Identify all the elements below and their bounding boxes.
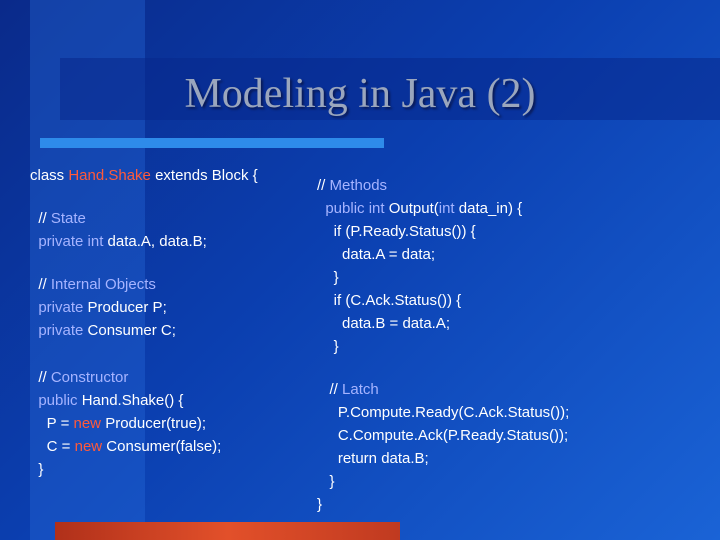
code-token: } [317, 269, 339, 286]
code-token: Methods [329, 177, 388, 194]
code-token: } [317, 496, 323, 513]
code-line: private Consumer C; [30, 319, 258, 342]
code-spacer [30, 342, 258, 366]
code-token: // [30, 276, 51, 293]
code-line: // Internal Objects [30, 273, 258, 296]
slide-title: Modeling in Java (2) [184, 71, 536, 117]
code-line: private Producer P; [30, 296, 258, 319]
code-token: Constructor [50, 369, 129, 386]
code-line: } [317, 470, 569, 493]
code-token: public [30, 392, 78, 409]
code-token: data.A = data; [317, 246, 436, 263]
code-token: Producer P; [83, 299, 167, 316]
code-line: return data.B; [317, 447, 569, 470]
code-line: P = new Producer(true); [30, 412, 258, 435]
code-token: private [30, 322, 84, 339]
code-spacer [30, 187, 258, 207]
code-token: } [317, 473, 335, 490]
code-line: if (C.Ack.Status()) { [317, 289, 569, 312]
code-spacer [317, 358, 569, 378]
code-token: extends Block { [150, 167, 258, 184]
code-token: } [30, 461, 44, 478]
code-token: data.B = data.A; [317, 315, 451, 332]
code-block-right: // Methods public int Output(int data_in… [317, 174, 569, 516]
bottom-accent-bar [55, 522, 400, 540]
code-line: private int data.A, data.B; [30, 230, 258, 253]
code-line: } [30, 458, 258, 481]
code-token: public int [317, 200, 385, 217]
code-token: new [74, 438, 103, 455]
code-token: private [30, 299, 84, 316]
code-line: C = new Consumer(false); [30, 435, 258, 458]
code-token: class [30, 167, 69, 184]
code-token: private int [30, 233, 104, 250]
code-line: data.B = data.A; [317, 312, 569, 335]
title-band [60, 58, 720, 120]
code-token: P = [30, 415, 74, 432]
title-underline [40, 138, 384, 148]
code-token: Hand.Shake [68, 167, 151, 184]
code-spacer [30, 253, 258, 273]
code-line: if (P.Ready.Status()) { [317, 220, 569, 243]
code-line: // State [30, 207, 258, 230]
code-token: int [438, 200, 455, 217]
code-token: return data.B; [317, 450, 429, 467]
code-line: } [317, 493, 569, 516]
code-line: public Hand.Shake() { [30, 389, 258, 412]
code-token: Internal Objects [50, 276, 156, 293]
code-token: C = [30, 438, 75, 455]
code-line: } [317, 266, 569, 289]
code-token: if (C.Ack.Status()) { [317, 292, 462, 309]
code-line: // Constructor [30, 366, 258, 389]
code-block-left: class Hand.Shake extends Block { // Stat… [30, 164, 258, 481]
code-token: C.Compute.Ack(P.Ready.Status()); [317, 427, 569, 444]
code-token: data_in) { [454, 200, 523, 217]
code-token: new [73, 415, 102, 432]
code-line: P.Compute.Ready(C.Ack.Status()); [317, 401, 569, 424]
code-token: Consumer C; [83, 322, 176, 339]
code-token: Latch [342, 381, 379, 398]
code-token: // [30, 369, 51, 386]
code-line: public int Output(int data_in) { [317, 197, 569, 220]
code-token: // [30, 210, 51, 227]
code-line: data.A = data; [317, 243, 569, 266]
code-line: // Methods [317, 174, 569, 197]
code-token: Producer(true); [101, 415, 207, 432]
code-token: P.Compute.Ready(C.Ack.Status()); [317, 404, 570, 421]
code-token: Output( [384, 200, 439, 217]
code-token: // [317, 177, 330, 194]
code-line: // Latch [317, 378, 569, 401]
code-token: // [317, 381, 343, 398]
code-token: State [50, 210, 86, 227]
code-token: Consumer(false); [102, 438, 222, 455]
code-line: C.Compute.Ack(P.Ready.Status()); [317, 424, 569, 447]
code-line: } [317, 335, 569, 358]
code-token: if (P.Ready.Status()) { [317, 223, 476, 240]
code-token: Hand.Shake() { [77, 392, 184, 409]
code-token: } [317, 338, 339, 355]
code-token: data.A, data.B; [103, 233, 207, 250]
code-line: class Hand.Shake extends Block { [30, 164, 258, 187]
